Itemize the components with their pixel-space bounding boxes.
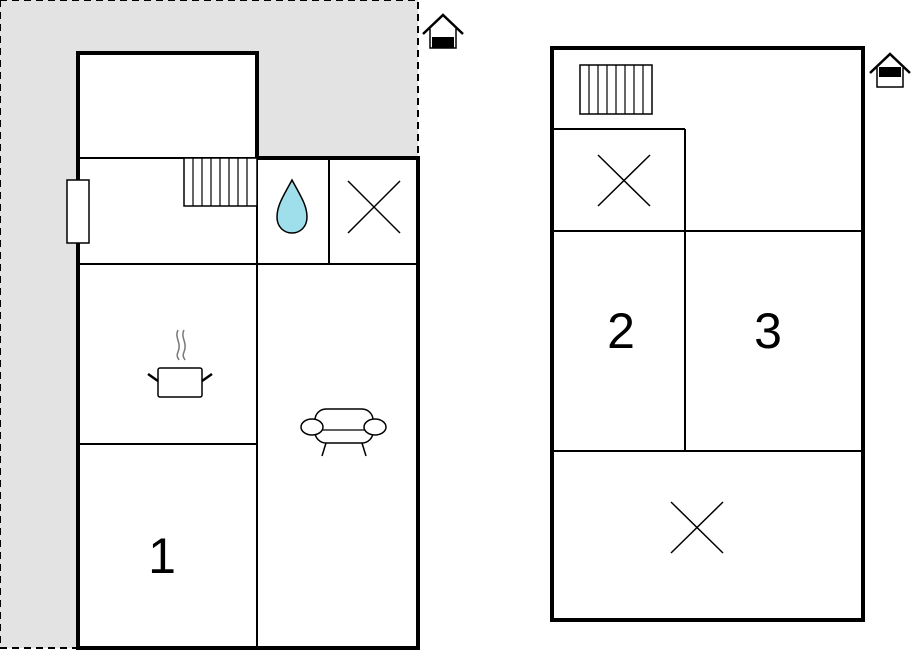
ground-floor-outer-wall (76, 51, 420, 650)
ground-floor-plan: 1 (0, 0, 464, 650)
upper-floor-plan: 2 3 (550, 46, 911, 622)
water-drop-icon (276, 178, 308, 234)
sofa-icon (300, 408, 387, 457)
house-ground-floor-icon (422, 13, 464, 49)
upper-floor-outer-wall (550, 46, 865, 622)
bedroom-3-label: 3 (754, 303, 782, 359)
stairs-icon (579, 64, 653, 115)
terrace-area (0, 0, 418, 648)
bedroom-2-label: 2 (607, 303, 635, 359)
terrace-dashed-border (0, 0, 419, 649)
room-unspecified-x-icon (347, 180, 401, 234)
cooking-pot-icon (147, 329, 213, 398)
room-unspecified-x-small-icon (597, 154, 651, 207)
bedroom-1-label: 1 (148, 528, 176, 584)
window-icon (66, 179, 90, 244)
ground-floor-interior (78, 53, 418, 648)
stairs-icon (183, 157, 258, 207)
house-upper-floor-icon (869, 52, 911, 88)
room-unspecified-x-large-icon (670, 501, 724, 554)
